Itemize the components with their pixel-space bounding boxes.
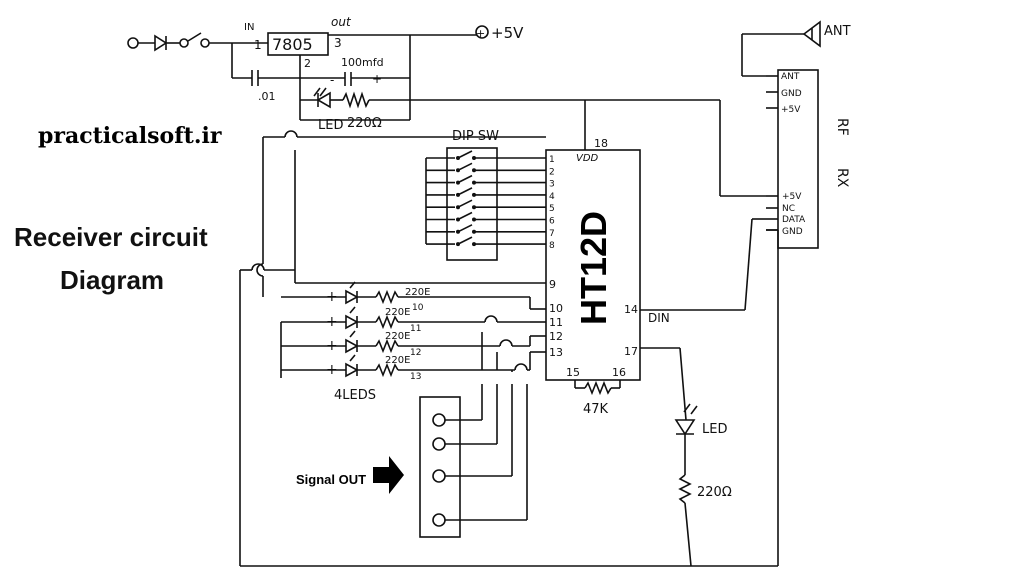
rf-connections: [640, 100, 778, 311]
ic-pin18: 18: [594, 137, 608, 150]
signal-out: Signal OUT: [296, 332, 528, 538]
pin-out-4: [432, 513, 446, 527]
cap-plus: +: [372, 72, 382, 86]
ic-pin11: 11: [549, 316, 563, 329]
vt-led: LED 220Ω: [640, 347, 732, 567]
dip-pin-number: 4: [549, 192, 555, 202]
pin-out-1: [432, 413, 446, 427]
watermark: practicalsoft.ir: [38, 123, 222, 149]
pin-out-2: [432, 437, 446, 451]
led-resistor-label: 220E: [405, 287, 430, 298]
dip-switch-row: 7: [426, 224, 555, 239]
ground-rail: [239, 100, 779, 567]
rf-pin-gnd-top: GND: [781, 89, 802, 99]
ic-pin12: 12: [549, 330, 563, 343]
rf-pin-5v: +5V: [782, 192, 802, 202]
led-resistor-label: 220E: [385, 355, 410, 366]
power-input: [127, 32, 268, 52]
dip-switch-row: 4: [426, 187, 555, 202]
dip-pin-number: 7: [549, 229, 555, 239]
capacitors: .01 100mfd - +: [231, 43, 410, 103]
dip-label: DIP SW: [452, 129, 499, 144]
cap-large-label: 100mfd: [341, 56, 384, 69]
rf-pin-gnd: GND: [782, 227, 803, 237]
title-line-2: Diagram: [60, 265, 164, 295]
dip-switch-row: 8: [426, 236, 555, 251]
vt-led-resistor: 220Ω: [697, 485, 732, 500]
led-number: 10: [412, 303, 424, 313]
ic-pin15: 15: [566, 366, 580, 379]
antenna-label: ANT: [824, 24, 851, 39]
dip-switch-row: 3: [426, 174, 555, 190]
cap-small-label: .01: [258, 90, 276, 103]
pin-out-3: [432, 469, 446, 483]
ic-pin14: 14: [624, 303, 638, 316]
dip-switch-row: 2: [426, 162, 555, 177]
dip-switch-row: 5: [426, 199, 555, 214]
regulator-name: 7805: [272, 35, 313, 54]
ic-pin13: 13: [549, 346, 563, 359]
ic-pin10: 10: [549, 302, 563, 315]
ic-pin16: 16: [612, 366, 626, 379]
led-resistor-label: 220E: [385, 331, 410, 342]
regulator-7805: 7805 IN out 1 2 3: [244, 15, 352, 80]
vt-led-label: LED: [702, 422, 727, 437]
led-resistor-label: 220E: [385, 307, 410, 318]
osc-resistor: 47K: [574, 380, 621, 417]
supply-5v-label: +5V: [491, 24, 524, 42]
ic-vdd: VDD: [576, 153, 599, 164]
supply-5v: + +5V: [328, 24, 524, 100]
dip-switch-row: 1: [426, 150, 555, 165]
cap-minus: -: [330, 73, 334, 87]
supply-plus-symbol: +: [476, 27, 485, 40]
rf-title-1: RF: [834, 118, 850, 136]
dip-pin-number: 8: [549, 241, 555, 251]
dip-switch: DIP SW 1 2 3 4 5 6 7 8: [425, 129, 555, 261]
led-number: 11: [410, 324, 421, 334]
regulator-in-label: IN: [244, 22, 254, 33]
dip-pin-number: 3: [549, 180, 555, 190]
led-number: 13: [410, 372, 421, 382]
ic-pin9: 9: [549, 278, 556, 291]
rf-pin-5v-top: +5V: [781, 105, 801, 115]
dip-switch-row: 6: [426, 211, 555, 227]
ht12d-ic[interactable]: HT12D VDD 18 9 10 11 12 13 14 DIN 15 16 …: [545, 137, 670, 381]
dip-pin-number: 5: [549, 204, 555, 214]
title-line-1: Receiver circuit: [14, 222, 208, 252]
osc-resistor-label: 47K: [583, 402, 609, 417]
rf-receiver-module: ANT GND +5V +5V NC DATA GND RF RX: [766, 69, 850, 249]
dip-pin-number: 2: [549, 167, 555, 177]
signal-out-label: Signal OUT: [296, 472, 366, 487]
power-led-resistor: 220Ω: [347, 116, 382, 131]
antenna: ANT: [741, 20, 851, 77]
led-number: 12: [410, 348, 421, 358]
power-led-label: LED: [318, 118, 343, 133]
ic-name: HT12D: [573, 211, 614, 325]
rf-pin-nc: NC: [782, 204, 795, 214]
rf-pin-data: DATA: [782, 215, 806, 225]
regulator-pin3: 3: [334, 36, 342, 50]
ic-din: DIN: [648, 311, 670, 325]
regulator-out-label: out: [331, 15, 352, 29]
ic-pin17: 17: [624, 345, 638, 358]
power-led: LED 220Ω: [299, 80, 720, 133]
regulator-pin1: 1: [254, 38, 262, 52]
regulator-pin2: 2: [304, 57, 311, 70]
rf-pin-ant: ANT: [781, 72, 800, 82]
dip-pin-number: 6: [549, 217, 555, 227]
dip-pin-number: 1: [549, 155, 555, 165]
leds-group-label: 4LEDS: [334, 388, 376, 403]
rf-title-2: RX: [834, 168, 850, 188]
